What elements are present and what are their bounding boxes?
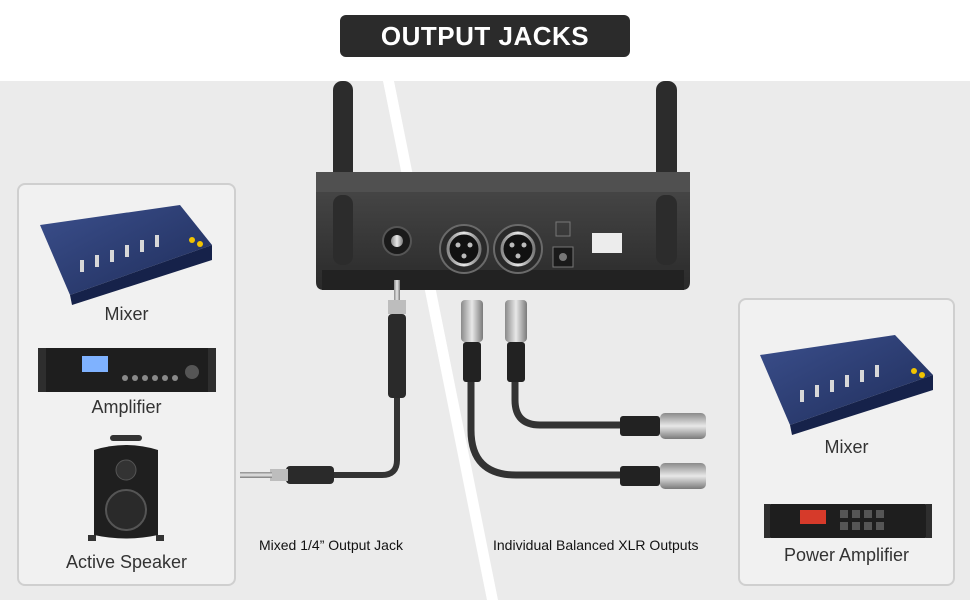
spec-sticker xyxy=(592,233,622,253)
caption-quarter-inch: Mixed 1/4” Output Jack xyxy=(259,537,403,553)
mixer-icon xyxy=(40,205,212,305)
left-device-label-mixer: Mixer xyxy=(104,304,149,324)
left-device-label-amplifier: Amplifier xyxy=(91,397,162,417)
mixer-icon xyxy=(760,335,933,435)
right-device-label-power-amplifier: Power Amplifier xyxy=(783,545,910,565)
power-amplifier-icon xyxy=(764,504,932,538)
xlr-jack-1 xyxy=(439,224,489,274)
left-device-label-speaker: Active Speaker xyxy=(65,552,188,572)
amplifier-icon xyxy=(38,348,216,392)
page-title: OUTPUT JACKS xyxy=(340,15,630,57)
xlr-cables-icon xyxy=(461,300,706,489)
caption-xlr: Individual Balanced XLR Outputs xyxy=(493,537,699,553)
xlr-jack-2 xyxy=(493,224,543,274)
quarter-inch-cable-icon xyxy=(240,280,406,484)
speaker-icon xyxy=(88,435,164,541)
right-device-label-mixer: Mixer xyxy=(824,437,869,457)
receiver-icon xyxy=(316,81,690,290)
